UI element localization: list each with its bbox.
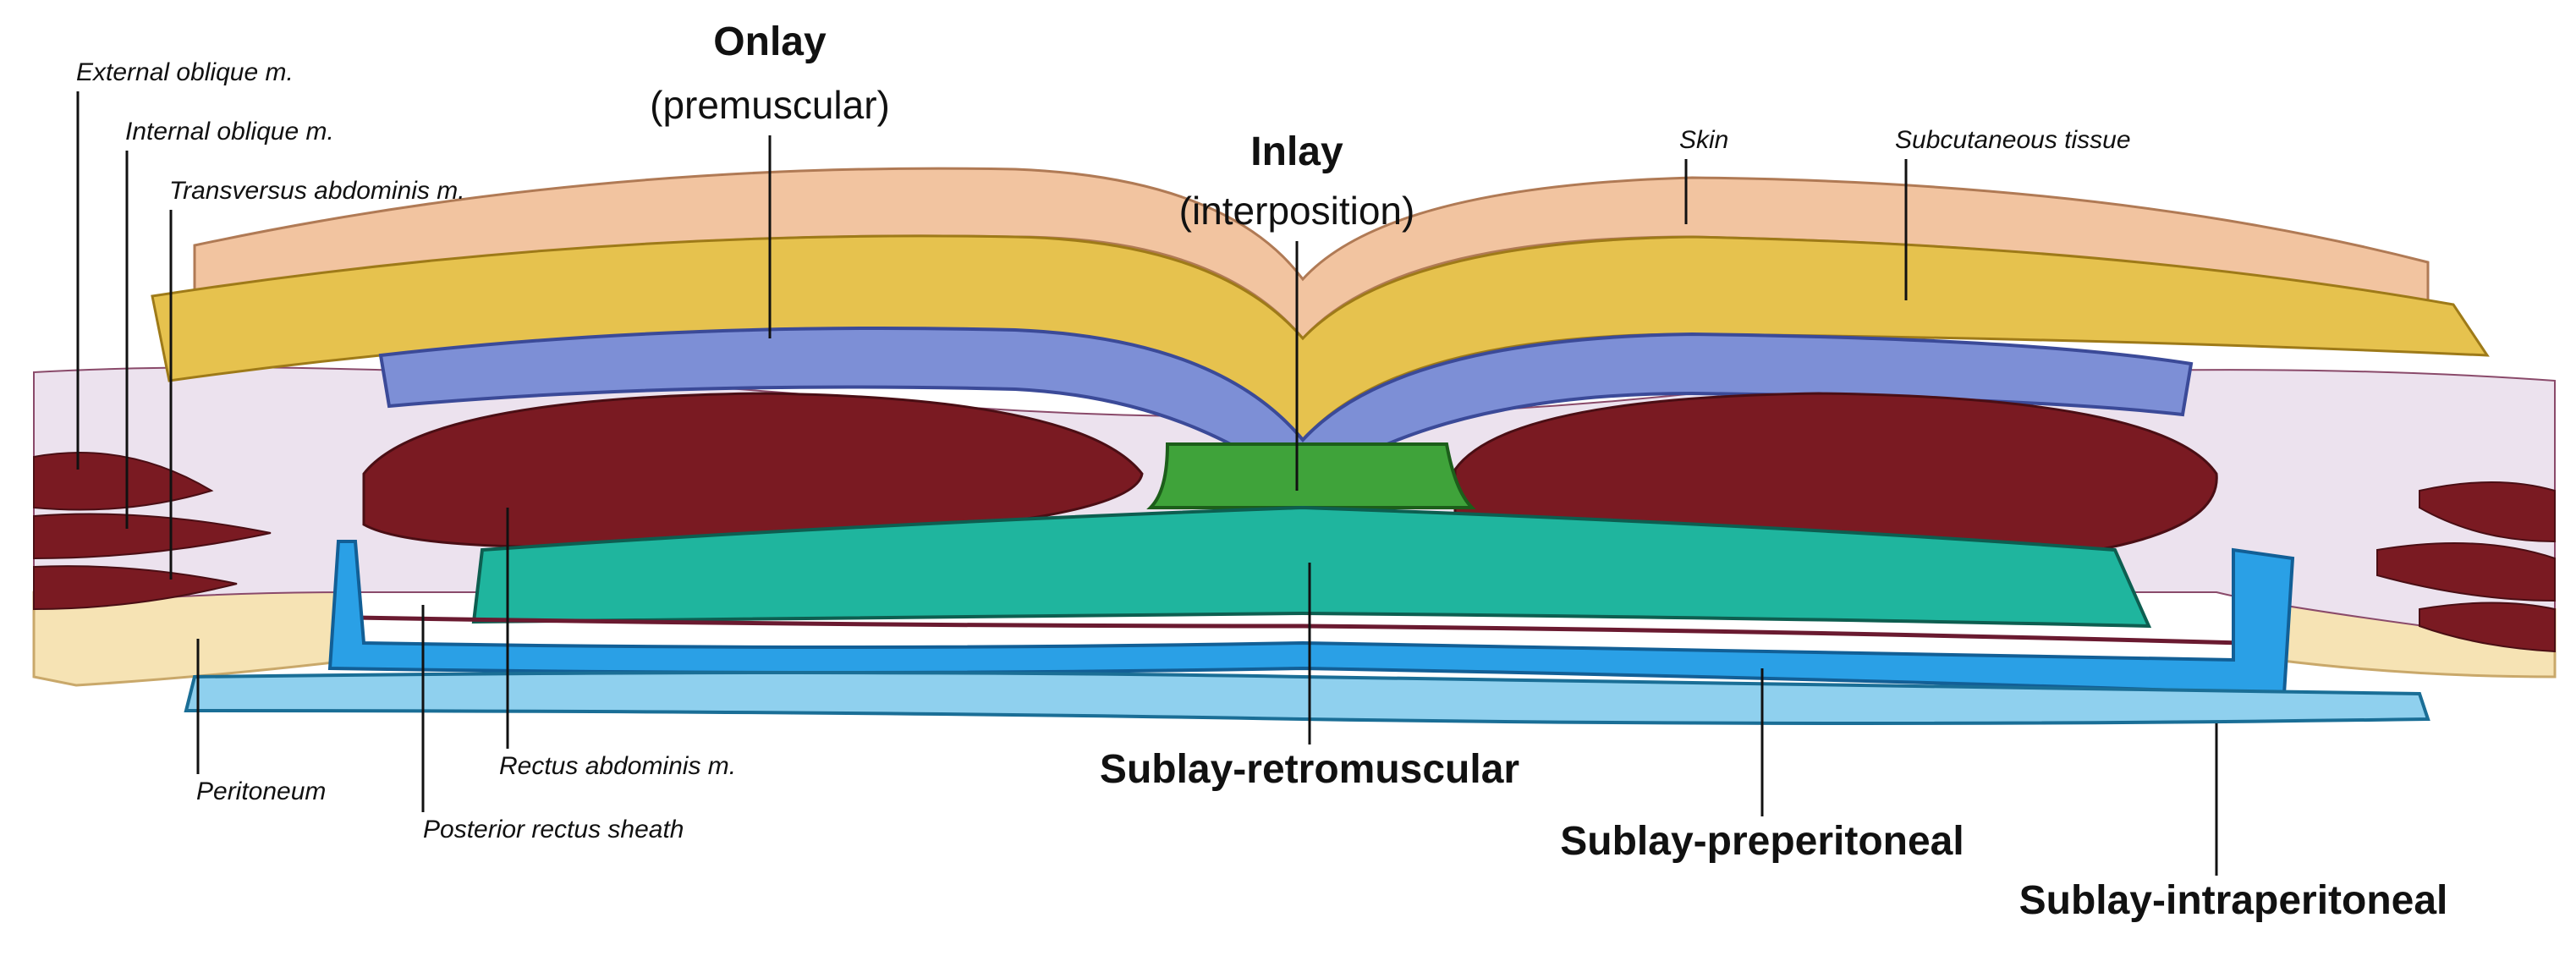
label-peritoneum: Peritoneum bbox=[196, 777, 326, 805]
retromuscular-mesh bbox=[471, 505, 2152, 629]
label-internal-oblique: Internal oblique m. bbox=[125, 118, 334, 146]
label-inlay-sub: (interposition) bbox=[1179, 189, 1415, 233]
lateral-muscles-left bbox=[33, 452, 272, 611]
label-posterior-rectus-sheath: Posterior rectus sheath bbox=[423, 816, 684, 843]
posterior-rectus-sheath-layer bbox=[354, 615, 2243, 646]
label-rectus-abdominis: Rectus abdominis m. bbox=[499, 752, 736, 780]
label-inlay-title: Inlay bbox=[1250, 129, 1343, 174]
intraperitoneal-mesh bbox=[184, 671, 2430, 725]
label-onlay-title: Onlay bbox=[713, 19, 827, 64]
inlay-mesh bbox=[1146, 442, 1476, 509]
label-skin: Skin bbox=[1679, 126, 1728, 154]
onlay-mesh bbox=[378, 327, 2194, 493]
label-sublay-retromuscular: Sublay-retromuscular bbox=[1100, 747, 1519, 792]
label-sublay-intraperitoneal: Sublay-intraperitoneal bbox=[2019, 878, 2448, 923]
label-onlay-sub: (premuscular) bbox=[650, 83, 890, 127]
label-sublay-preperitoneal: Sublay-preperitoneal bbox=[1560, 819, 1964, 864]
label-transversus-abdominis: Transversus abdominis m. bbox=[169, 177, 465, 205]
label-subcutaneous: Subcutaneous tissue bbox=[1895, 126, 2131, 154]
label-external-oblique: External oblique m. bbox=[76, 58, 294, 86]
lateral-muscles-right bbox=[2376, 481, 2556, 653]
